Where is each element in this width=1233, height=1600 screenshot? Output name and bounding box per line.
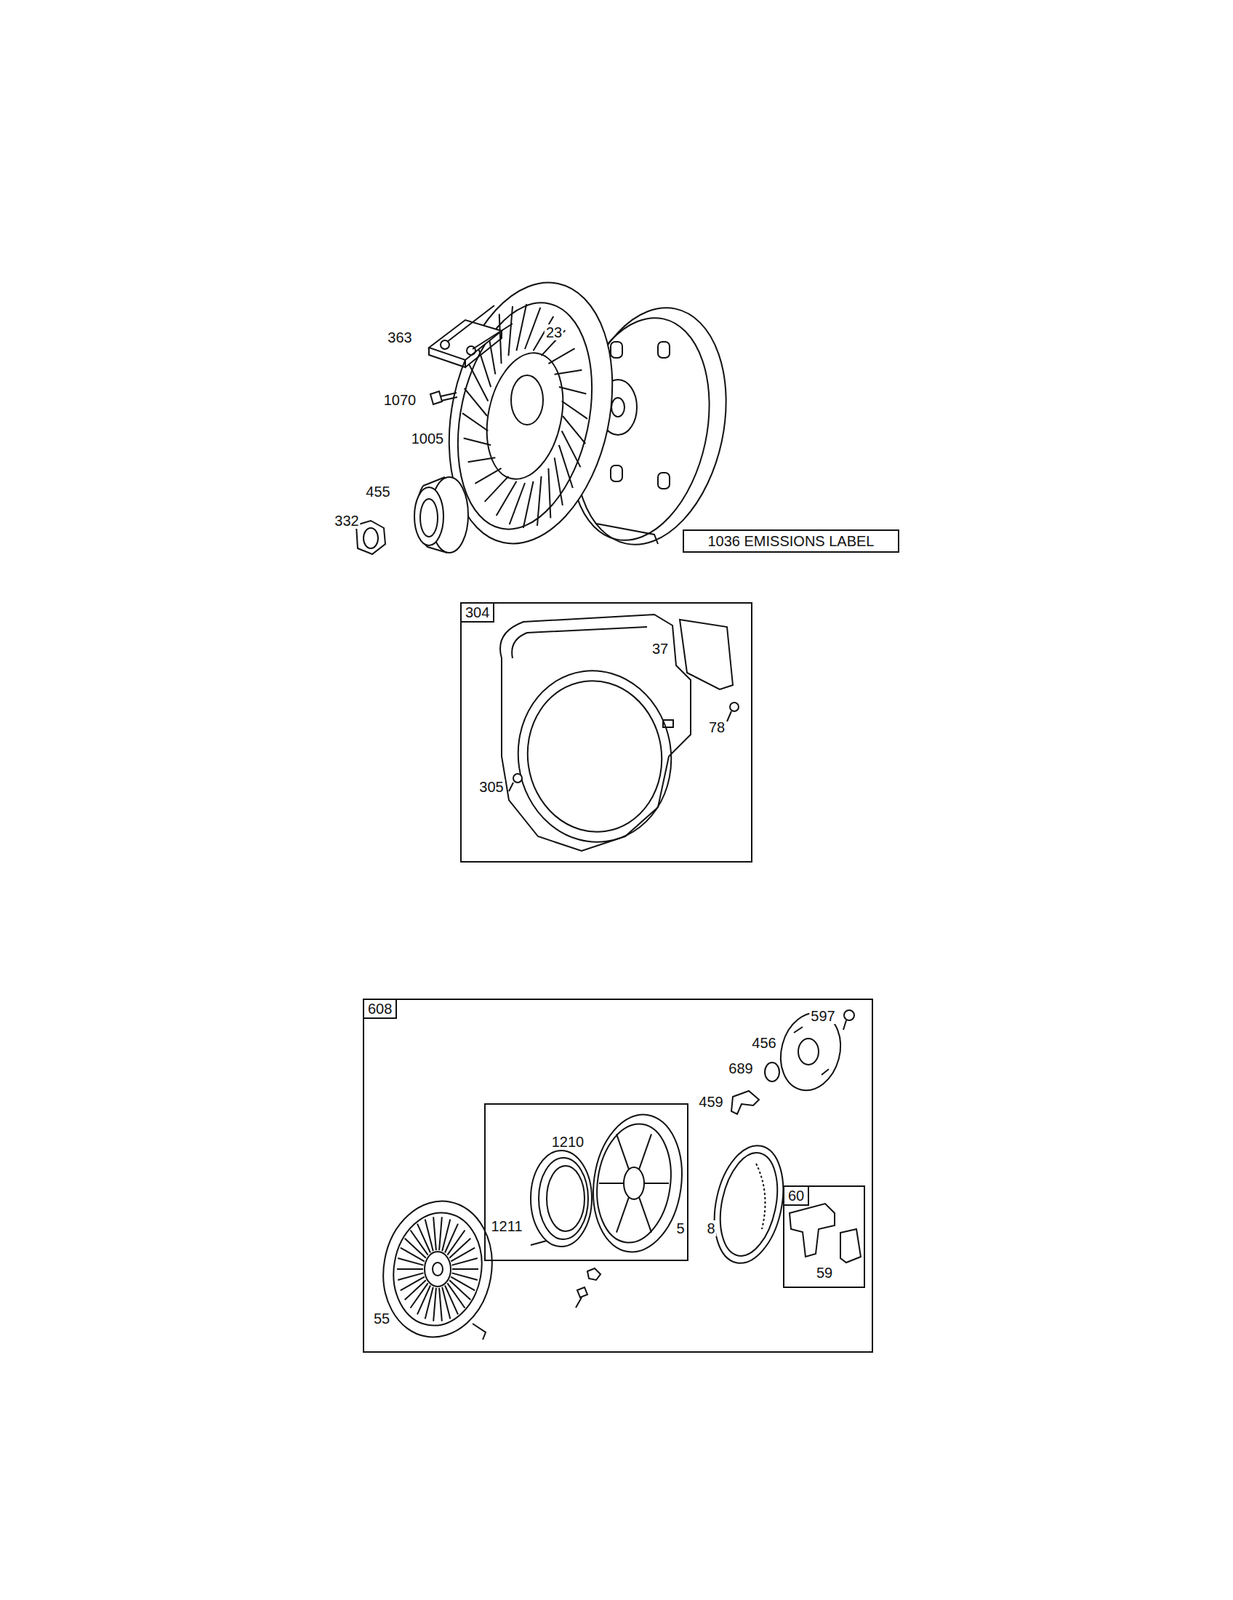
housing-vane (442, 1286, 451, 1319)
pulley-spoke (644, 1182, 669, 1184)
housing-vane (452, 1257, 478, 1265)
pulley-spoke (616, 1133, 629, 1169)
pulley (584, 1108, 690, 1258)
pulley-spoke (639, 1196, 652, 1232)
group-number: 608 (362, 998, 397, 1019)
group-frame: 1210 1211 5 (484, 1102, 689, 1261)
cooling-fin (516, 303, 527, 351)
label-text: 1036 EMISSIONS LABEL (707, 532, 874, 549)
housing-vane (450, 1276, 475, 1291)
pulley-spoke (599, 1182, 624, 1184)
retainer (772, 1005, 849, 1097)
callout-number: 455 (364, 483, 392, 500)
housing-vane (400, 1247, 425, 1262)
cooling-fin (537, 476, 542, 526)
callout-number: 55 (372, 1310, 392, 1327)
housing-vane (444, 1285, 459, 1315)
starter-cup (414, 476, 469, 553)
starter-rope (704, 1138, 794, 1269)
housing-vane (439, 1287, 443, 1321)
pawl (731, 1090, 759, 1114)
starter-handle (789, 1203, 861, 1263)
callout-number: 78 (707, 719, 727, 736)
cooling-fin (554, 457, 563, 505)
callout-number: 332 (332, 512, 360, 529)
callout-number: 363 (386, 329, 413, 346)
pulley-spoke (639, 1133, 652, 1169)
callout-number: 23 (544, 324, 564, 341)
callout-number: 59 (814, 1264, 834, 1281)
housing-vane (449, 1238, 471, 1258)
cooling-fin (559, 444, 573, 488)
cooling-fin (476, 343, 491, 387)
callout-number: 305 (477, 778, 505, 795)
housing-vane (425, 1286, 434, 1319)
cooling-fin (474, 468, 501, 484)
retaining-ring (764, 1062, 780, 1082)
callout-number: 37 (650, 640, 670, 657)
cooling-fin (484, 476, 509, 502)
housing-vane (439, 1216, 443, 1250)
cooling-fin (561, 401, 588, 419)
callout-number: 1005 (410, 430, 446, 447)
group-number: 304 (460, 601, 495, 623)
label-box: 1036 EMISSIONS LABEL (682, 529, 900, 553)
housing-vane (442, 1219, 451, 1252)
cooling-fin (463, 437, 491, 445)
cooling-fin (554, 370, 583, 375)
cooling-fin (559, 386, 586, 395)
rewind-housing (372, 1192, 503, 1346)
fastener (575, 1267, 601, 1308)
cooling-fin (548, 348, 575, 364)
housing-vane (417, 1223, 431, 1253)
bracket (428, 305, 513, 368)
housing-vane (425, 1219, 434, 1252)
shield-plate (679, 619, 733, 690)
blower-housing (500, 614, 691, 852)
housing-vane (433, 1216, 437, 1250)
callout-number: 689 (727, 1059, 754, 1076)
housing-vane (433, 1287, 437, 1321)
cooling-fin (462, 412, 488, 431)
callout-number: 456 (750, 1034, 778, 1051)
bolt (430, 391, 458, 405)
flywheel (426, 267, 636, 560)
group-number: 60 (782, 1185, 810, 1206)
housing-vane (404, 1279, 427, 1300)
callout-number: 8 (705, 1219, 717, 1236)
screw (843, 1009, 855, 1030)
group-frame: 304 37 78 305 (460, 601, 753, 863)
housing-vane (396, 1267, 424, 1270)
callout-number: 1211 (489, 1217, 524, 1234)
callout-number: 459 (697, 1093, 725, 1110)
cooling-fin (508, 306, 513, 356)
rewind-spring (530, 1150, 592, 1247)
pulley-spoke (616, 1196, 629, 1232)
callout-number: 597 (809, 1007, 837, 1024)
callout-number: 1210 (550, 1133, 586, 1150)
nut (356, 520, 386, 554)
cooling-fin (523, 481, 534, 528)
group-frame: 60 59 (782, 1185, 866, 1288)
group-frame: 608 597 456 689459 8 55 1210 1211 5 60 59 (362, 998, 874, 1353)
cooling-fin (548, 468, 551, 518)
screw (508, 773, 522, 791)
housing-vane (397, 1272, 424, 1280)
screw (727, 702, 739, 722)
callout-number: 5 (674, 1219, 686, 1236)
callout-number: 1070 (382, 391, 419, 408)
housing-vane (452, 1267, 479, 1270)
cooling-fin (468, 457, 496, 462)
